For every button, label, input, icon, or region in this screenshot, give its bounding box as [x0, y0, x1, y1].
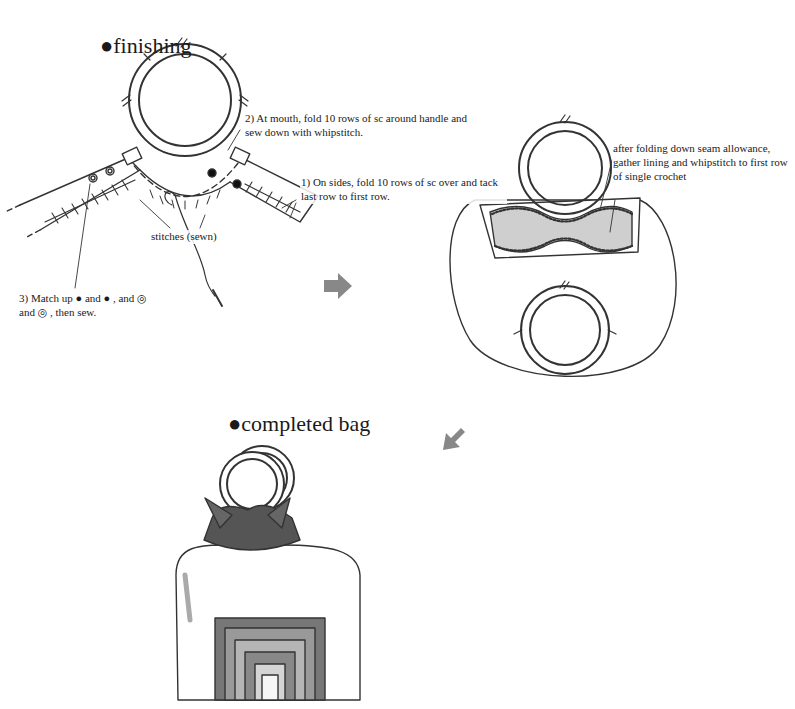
step-note: 1) On sides, fold 10 rows of sc over and…: [300, 176, 507, 204]
callout-note: after folding down seam allowance, gathe…: [612, 142, 789, 183]
section-heading: ●completed bag: [228, 410, 370, 438]
step-note: 3) Match up ● and ● , and ◎ and ◎ , then…: [18, 292, 155, 320]
leader-label: stitches (sewn): [150, 230, 272, 244]
step-note: 2) At mouth, fold 10 rows of sc around h…: [244, 112, 476, 140]
section-heading: ●finishing: [100, 32, 192, 60]
